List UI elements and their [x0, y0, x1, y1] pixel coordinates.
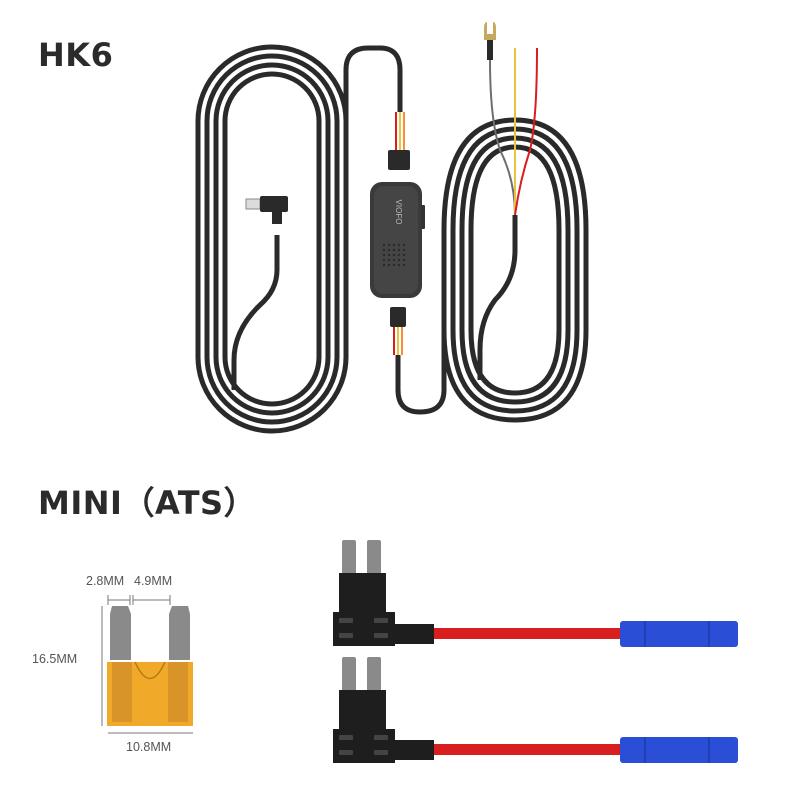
right-inner-cable: [477, 215, 518, 380]
device-brand-label: VIOFO: [394, 200, 403, 225]
hardwire-kit-illustration: VIOFO: [195, 22, 589, 434]
fuse-dimension-blade-width: 2.8MM: [86, 574, 125, 588]
fuse-dimension-width: 10.8MM: [126, 740, 172, 754]
fuse-tap-1: [333, 540, 738, 647]
section-title-mini-ats: MINI（ATS）: [38, 484, 257, 522]
upper-wire-bundle: [395, 112, 405, 150]
lower-wire-bundle: [393, 327, 403, 355]
cable-to-device: [343, 45, 403, 240]
speaker-grille: [382, 243, 406, 267]
cable-to-right-coil: [395, 230, 447, 415]
section-title-hk6: HK6: [38, 36, 114, 74]
upper-connector: [388, 150, 410, 170]
usb-c-cable: [231, 235, 280, 390]
lower-connector: [390, 307, 406, 327]
fuse-tap-2: [333, 657, 738, 763]
battery-wire-red: [514, 47, 538, 216]
ground-wire: [489, 59, 516, 216]
fork-terminal-icon: [484, 22, 496, 60]
fuse-dimension-blade-gap: 4.9MM: [134, 574, 173, 588]
fuse-dimension-height: 16.5MM: [32, 652, 78, 666]
power-module-device: VIOFO: [370, 182, 425, 298]
fuse-blade-left: [110, 606, 131, 660]
right-cable-coil: [441, 117, 589, 423]
fuse-blade-right: [169, 606, 190, 660]
usb-c-connector-icon: [245, 196, 288, 224]
